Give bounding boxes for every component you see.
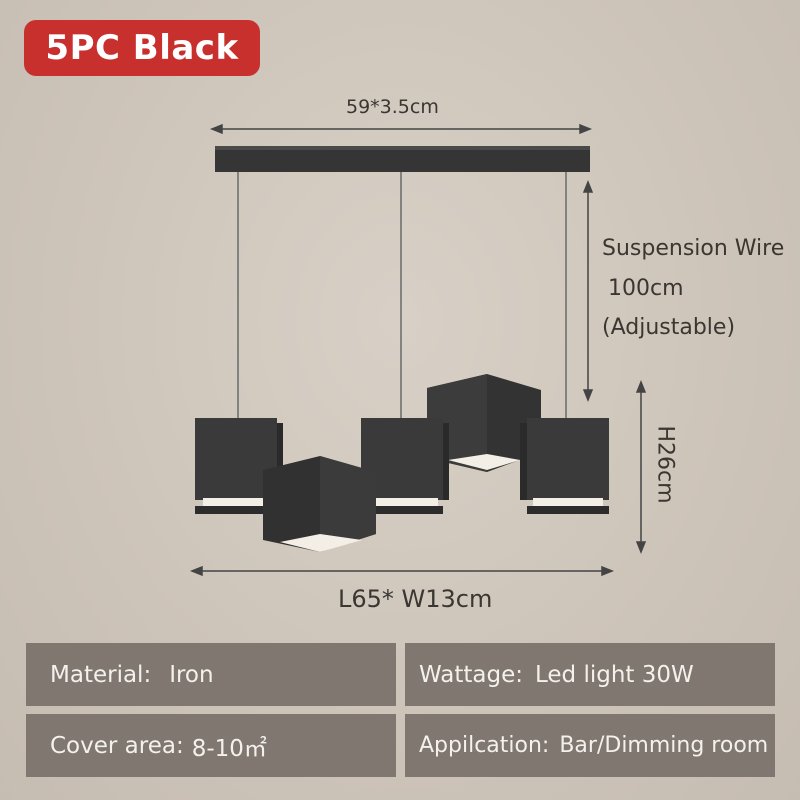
spec-material: Material: Iron — [26, 643, 396, 706]
ceiling-mount-bar — [215, 146, 590, 172]
spec-wattage-key: Wattage: — [419, 661, 523, 688]
suspension-wires — [237, 172, 567, 418]
height-label: H26cm — [652, 425, 678, 504]
length-dimension-arrow — [189, 565, 615, 577]
variant-badge: 5PC Black — [24, 20, 260, 76]
suspension-label-line2: 100cm — [608, 276, 684, 301]
width-label: 59*3.5cm — [346, 96, 439, 118]
spec-application-value: Bar/Dimming room — [559, 733, 769, 758]
suspension-label-line3: (Adjustable) — [602, 315, 736, 340]
height-dimension-arrow — [635, 379, 647, 555]
length-width-label: L65* W13cm — [338, 585, 493, 613]
spec-cover-value: 8-10㎡ — [191, 735, 267, 762]
lamp-cube-5 — [520, 418, 609, 514]
lamp-cube-4 — [427, 374, 541, 472]
spec-wattage: Wattage: Led light 30W — [405, 643, 775, 706]
spec-cover-key: Cover area: — [50, 732, 184, 759]
spec-application: Appilcation: Bar/Dimming room — [405, 714, 775, 777]
spec-cover-area: Cover area: 8-10㎡ — [26, 714, 396, 777]
suspension-label-line1: Suspension Wire — [602, 236, 785, 261]
spec-wattage-value: Led light 30W — [535, 661, 694, 688]
lamp-cube-2 — [263, 456, 376, 552]
suspension-dimension-arrow — [582, 179, 594, 403]
spec-application-key: Appilcation: — [419, 733, 550, 758]
width-dimension-arrow — [209, 123, 593, 135]
spec-material-key: Material: — [50, 661, 152, 688]
spec-material-value: Iron — [169, 661, 214, 688]
